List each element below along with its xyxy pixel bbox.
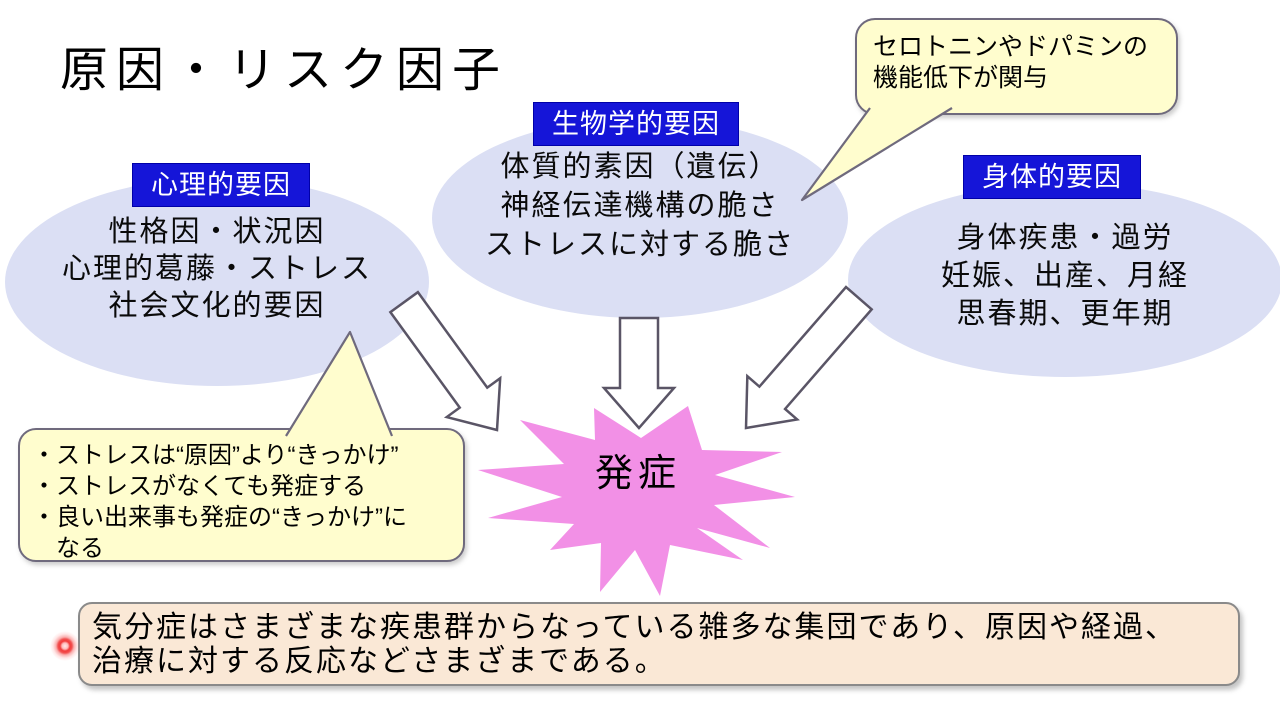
- factor-label-physical: 身体的要因: [963, 155, 1141, 199]
- callout-line: ・ストレスは“原因”より“きっかけ”: [32, 442, 399, 469]
- ellipse-physical-factors: 身体疾患・過労 妊娠、出産、月経 思春期、更年期: [848, 183, 1280, 377]
- factor-line: 神経伝達機構の脆さ: [500, 190, 780, 222]
- callout-line: ・ストレスがなくても発症する: [32, 473, 367, 500]
- callout-neurotransmitter: セロトニンやドパミンの 機能低下が関与: [855, 18, 1178, 115]
- laser-pointer-dot: [50, 631, 80, 661]
- callout-line: 機能低下が関与: [873, 64, 1049, 92]
- callout-stress-notes: ・ストレスは“原因”より“きっかけ” ・ストレスがなくても発症する ・良い出来事…: [18, 428, 465, 562]
- callout-line: セロトニンやドパミンの: [873, 33, 1149, 61]
- factor-line: 体質的素因（遺伝）: [500, 151, 780, 183]
- factor-line: 妊娠、出産、月経: [940, 260, 1189, 292]
- callout-line: ・良い出来事も発症の“きっかけ”に: [32, 504, 408, 531]
- page-title: 原因・リスク因子: [60, 44, 509, 97]
- summary-line: 気分症はさまざまな疾患群からなっている雑多な集団であり、原因や経過、: [92, 611, 1177, 644]
- starburst-shape: [478, 406, 795, 596]
- ellipse-psychological-factors: 性格因・状況因 心理的葛藤・ストレス 社会文化的要因: [5, 178, 429, 386]
- factor-line: 身体疾患・過労: [956, 222, 1174, 254]
- ellipse-biological-factors: 体質的素因（遺伝） 神経伝達機構の脆さ ストレスに対する脆さ: [432, 118, 848, 318]
- arrow-from-biological: [601, 316, 677, 430]
- factor-line: 社会文化的要因: [108, 290, 326, 322]
- factor-line: 思春期、更年期: [956, 298, 1174, 330]
- factor-label-psychological: 心理的要因: [132, 163, 310, 207]
- outcome-label: 発症: [594, 453, 681, 495]
- factor-line: 心理的葛藤・ストレス: [61, 253, 372, 285]
- callout-line: なる: [56, 535, 104, 562]
- summary-line: 治療に対する反応などさまざまである。: [92, 645, 667, 678]
- factor-line: ストレスに対する脆さ: [484, 229, 795, 261]
- factor-label-biological: 生物学的要因: [533, 102, 739, 146]
- factor-line: 性格因・状況因: [108, 216, 326, 248]
- summary-box: 気分症はさまざまな疾患群からなっている雑多な集団であり、原因や経過、 治療に対す…: [78, 602, 1240, 686]
